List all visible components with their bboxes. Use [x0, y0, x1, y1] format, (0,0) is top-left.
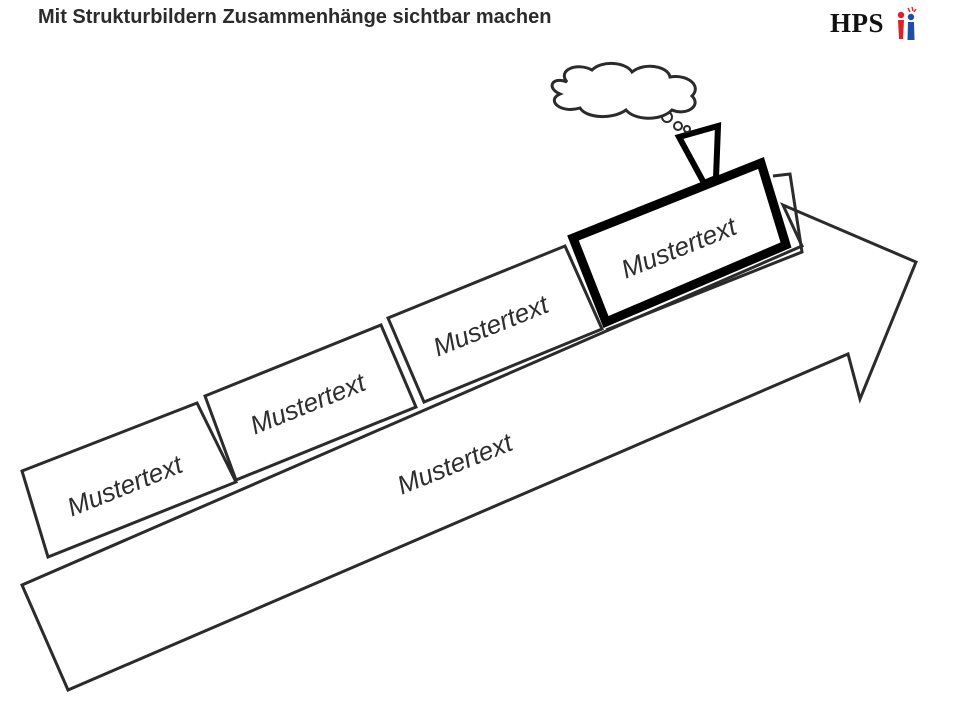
band-end	[605, 172, 804, 332]
box-1	[20, 401, 239, 559]
logo-text: HPS	[830, 8, 885, 38]
smoke-bubble-small-icon	[683, 125, 691, 133]
hps-logo: HPS	[830, 6, 920, 42]
box-4-highlighted	[567, 157, 792, 328]
thought-cloud-icon	[550, 62, 697, 120]
logo-people-icon	[897, 6, 917, 40]
box-3	[386, 244, 604, 404]
box-2	[203, 323, 418, 482]
smoke-bubble-medium-icon	[673, 121, 683, 131]
slide-title: Mit Strukturbildern Zusammenhänge sichtb…	[38, 6, 552, 28]
chimney-icon	[674, 121, 722, 187]
